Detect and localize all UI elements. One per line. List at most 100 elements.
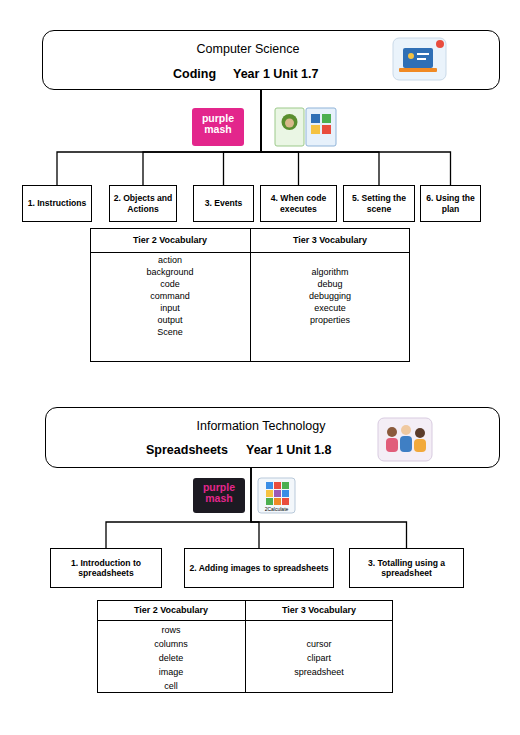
- logo-text: purple mash: [195, 113, 241, 134]
- purple-mash-logo: [193, 478, 245, 513]
- logo-text: purple mash: [196, 482, 242, 503]
- tree-connector: [106, 468, 251, 548]
- table-cell: rows: [161, 626, 180, 635]
- person-body: [386, 438, 398, 452]
- table-cell: execute: [314, 304, 346, 313]
- topic-title: 3. Totalling using a spreadsheet: [353, 558, 460, 579]
- tree-connector: [251, 468, 259, 548]
- grid-cell: [274, 498, 281, 505]
- table-cell: image: [159, 668, 184, 677]
- grid-cell: [266, 490, 273, 497]
- app-name: 2Calculate: [265, 507, 289, 512]
- subject-title: Information Technology: [166, 420, 356, 433]
- table-header: Tier 3 Vocabulary: [293, 236, 367, 245]
- unit-title: Coding: [173, 68, 216, 81]
- table-cell: spreadsheet: [294, 668, 344, 677]
- unit-title: Spreadsheets: [146, 444, 228, 457]
- table-cell: columns: [154, 640, 188, 649]
- tree-connector: [251, 468, 407, 548]
- grid-cell: [274, 482, 281, 489]
- topic-title: 2. Objects and Actions: [113, 193, 173, 214]
- table-cell: action: [158, 256, 182, 265]
- table-header: Tier 2 Vocabulary: [134, 606, 208, 615]
- tree-connector: [261, 90, 451, 185]
- people-illustration: [378, 418, 432, 461]
- topic-box: 2. Objects and Actions: [109, 185, 177, 222]
- topic-box: 1. Introduction to spreadsheets: [50, 548, 162, 588]
- grid-cell: [282, 482, 289, 489]
- code-app-icon: [275, 108, 304, 146]
- topic-title: 5. Setting the scene: [347, 193, 411, 214]
- table-cell: code: [160, 280, 180, 289]
- tools-tile: [311, 114, 320, 123]
- topic-box: 3. Totalling using a spreadsheet: [349, 548, 464, 588]
- topic-box: 3. Events: [193, 185, 254, 222]
- topic-title: 3. Events: [205, 198, 243, 208]
- topic-box: 2. Adding images to spreadsheets: [184, 548, 334, 588]
- table-rule: [250, 228, 251, 362]
- table-cell: background: [146, 268, 193, 277]
- table-cell: Scene: [157, 328, 183, 337]
- tree-connector: [261, 90, 379, 185]
- topic-title: 4. When code executes: [264, 193, 333, 214]
- person-head: [415, 428, 425, 438]
- tools-tile: [311, 125, 320, 134]
- tree-connector: [261, 90, 299, 185]
- monkey-face: [285, 119, 294, 128]
- grid-cell: [274, 490, 281, 497]
- laptop-base: [399, 68, 437, 72]
- unit-title: Year 1 Unit 1.7: [233, 68, 318, 81]
- coding-illustration: [393, 38, 446, 80]
- table-cell: input: [160, 304, 180, 313]
- calculate-app-icon: [258, 478, 295, 513]
- topic-title: 1. Instructions: [28, 198, 87, 208]
- person-body: [414, 439, 426, 452]
- topic-title: 1. Introduction to spreadsheets: [54, 558, 158, 579]
- person-head: [387, 427, 397, 437]
- purple-mash-logo: [192, 108, 244, 146]
- icon-frame: [393, 38, 446, 80]
- topic-title: 6. Using the plan: [424, 193, 477, 214]
- icon-code-line: [417, 53, 429, 55]
- grid-cell: [266, 482, 273, 489]
- table-cell: command: [150, 292, 190, 301]
- unit-title: Year 1 Unit 1.8: [246, 444, 331, 457]
- icon-code-line: [417, 58, 426, 60]
- table-cell: properties: [310, 316, 350, 325]
- tree-connector: [57, 90, 261, 185]
- table-cell: cell: [164, 682, 178, 691]
- person-head: [401, 425, 411, 435]
- unit-header-box: Computer ScienceCoding Year 1 Unit 1.7: [42, 30, 500, 90]
- tree-connector: [143, 90, 261, 185]
- topic-box: 1. Instructions: [22, 185, 92, 222]
- table-cell: debugging: [309, 292, 351, 301]
- grid-cell: [266, 498, 273, 505]
- subject-title: Computer Science: [168, 43, 328, 56]
- tools-tile: [322, 125, 331, 134]
- grid-cell: [282, 490, 289, 497]
- grid-cell: [282, 498, 289, 505]
- table-cell: algorithm: [311, 268, 348, 277]
- person-body: [400, 436, 412, 452]
- icon-dot: [436, 40, 444, 48]
- table-rule: [245, 600, 246, 693]
- tools-tile: [322, 114, 331, 123]
- table-header: Tier 3 Vocabulary: [282, 606, 356, 615]
- icon-dot: [408, 53, 414, 59]
- topic-box: 5. Setting the scene: [343, 185, 415, 222]
- unit-header-box: Information TechnologySpreadsheets Year 1…: [45, 407, 500, 468]
- table-header: Tier 2 Vocabulary: [133, 236, 207, 245]
- table-cell: output: [157, 316, 182, 325]
- tools-app-icon: [306, 108, 336, 146]
- tree-connector: [224, 90, 262, 185]
- topic-title: 2. Adding images to spreadsheets: [189, 563, 328, 573]
- table-cell: clipart: [307, 654, 331, 663]
- topic-box: 4. When code executes: [260, 185, 337, 222]
- table-cell: delete: [159, 654, 184, 663]
- icon-frame: [378, 418, 432, 461]
- monkey-icon: [282, 114, 298, 130]
- laptop-screen: [403, 48, 433, 68]
